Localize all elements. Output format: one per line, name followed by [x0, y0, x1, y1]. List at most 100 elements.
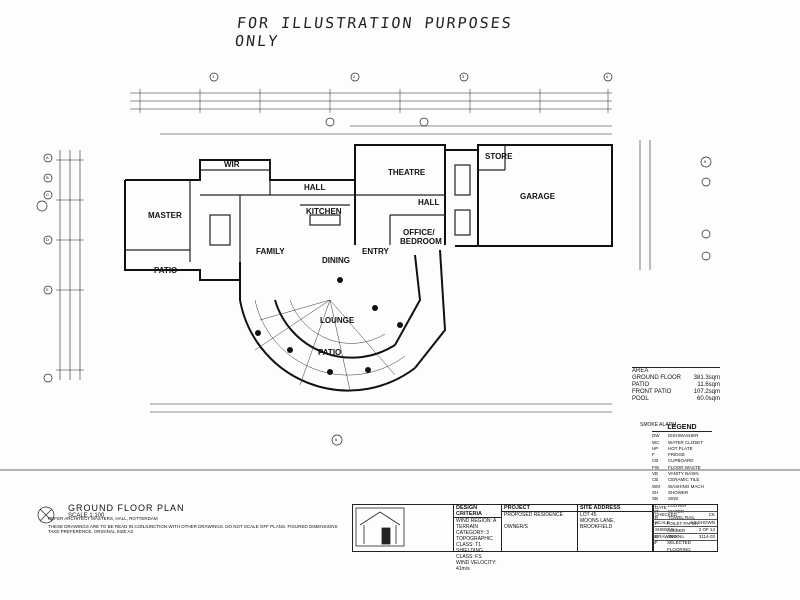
legend-text: CERAMIC TILE [668, 477, 700, 483]
room-label-master: MASTER [148, 211, 182, 220]
room-label-family: FAMILY [256, 247, 285, 256]
legend-code: VB [652, 471, 659, 477]
legend-text: FLOOR WASTE [668, 464, 701, 470]
drawing-title-text: GROUND FLOOR PLAN [68, 503, 185, 513]
room-label-dining: DINING [322, 256, 350, 265]
legend-item: CB CUPBOARD [652, 458, 712, 464]
sheet-row: DATE [653, 505, 717, 513]
legend-text: LOUVER [668, 502, 687, 508]
legend-code: CB [652, 458, 659, 464]
grid-marker: 3 [462, 74, 465, 79]
legend-text: SINK [668, 534, 679, 540]
legend-code: SK [652, 534, 659, 540]
legend-code: FW [652, 464, 659, 470]
room-label-hall: HALL [304, 183, 326, 192]
legend-text: TOILET PAPER HOLDER [666, 521, 699, 533]
legend-text: SINK [668, 496, 679, 502]
legend-code: TR [652, 515, 658, 521]
room-label-store: STORE [485, 152, 513, 161]
legend-code: WC [652, 439, 660, 445]
legend-item: WM WASHING MACH [652, 484, 712, 490]
legend-text: VANITY BASIN [668, 471, 699, 477]
grid-marker: D [46, 237, 49, 242]
sheet-row: SHEET No.2 OF 14 [653, 527, 717, 535]
legend-text: FRIDGE [668, 452, 686, 458]
grid-marker: C [46, 192, 49, 197]
criteria-line: TOPOGRAPHIC CLASS: T1 [456, 536, 493, 548]
legend-item: FW FLOOR WASTE [652, 465, 712, 471]
legend-code: TP [652, 521, 658, 527]
legend-item: TR TOWEL RAIL [652, 515, 712, 521]
grid-marker: 5 [704, 159, 707, 164]
room-label-patio: PATIO [154, 266, 178, 275]
legend-text: SHOWER [668, 489, 689, 495]
owner-label: OWNER/S [504, 524, 528, 530]
room-label-bedroom: BEDROOM [400, 237, 442, 246]
legend-text: CUPBOARD [668, 458, 694, 464]
drawing-scale: SCALE 1:100 [68, 513, 105, 519]
project-head: PROJECT [502, 505, 578, 512]
room-label-wir: WIR [224, 160, 240, 169]
legend-text: WASHING MACH [668, 483, 704, 489]
room-label-theatre: THEATRE [388, 168, 426, 177]
design-criteria: DESIGN CRITERIA WIND REGION: A TERRAIN C… [453, 505, 502, 572]
legend-item: VB VANITY BASIN [652, 471, 712, 477]
legend-item: DW DISHWASHER [652, 433, 712, 439]
legend-item: SK SINK [652, 534, 712, 540]
legend-code: LT [652, 502, 657, 508]
legend-item: F FRIDGE [652, 452, 712, 458]
legend-item: TP TOILET PAPER HOLDER [652, 521, 712, 534]
site-line: MOONS LANE, [580, 518, 615, 524]
legend-text: WATER CLOSET [668, 439, 704, 445]
grid-marker: E [46, 287, 49, 292]
grid-marker: A [46, 155, 49, 160]
area-title: AREA [632, 368, 649, 374]
criteria-line: WIND VELOCITY: 41m/s [456, 560, 497, 572]
design-criteria-head: DESIGN CRITERIA [454, 505, 502, 518]
sheet-row: DRAWING No.3114-03 [653, 534, 717, 542]
legend-item: CB CERAMIC TILE [652, 477, 712, 483]
legend-text: SELECTED FLOORING [667, 540, 691, 552]
legend-text: HOT PLATE [668, 445, 693, 451]
room-label-patio-front: PATIO [318, 348, 342, 357]
criteria-line: WIND REGION: A [456, 518, 497, 524]
grid-marker: 1 [212, 74, 215, 79]
drawing-title: GROUND FLOOR PLAN SCALE 1:100 [68, 503, 185, 519]
drawing-note: THESE DRAWINGS ARE TO BE READ IN CONJUNC… [48, 524, 338, 534]
site-line: LOT 45 [580, 512, 597, 518]
criteria-line: TERRAIN CATEGORY: 3 [456, 524, 489, 536]
room-label-entry: ENTRY [362, 247, 389, 256]
legend-title: LEGEND [652, 424, 712, 433]
room-label-lounge: LOUNGE [320, 316, 355, 325]
north-note: REFER ARCHITECT MASTERS, HALL, ROTTERDAM [48, 516, 158, 521]
criteria-line: SHIELDING CLASS: FS [456, 548, 483, 560]
legend-code: F [652, 452, 655, 458]
legend-item: SF SELECTED FLOORING [652, 540, 712, 553]
legend-text: TOWEL RAIL [668, 515, 696, 521]
grid-marker: 6 [335, 437, 338, 442]
title-block: DESIGN CRITERIA WIND REGION: A TERRAIN C… [352, 504, 654, 572]
room-label-hall-2: HALL [418, 198, 440, 207]
legend-code: WM [652, 483, 660, 489]
legend-item: WC WATER CLOSET [652, 440, 712, 446]
legend-code: CB [652, 477, 659, 483]
legend-code: DW [652, 433, 660, 439]
grid-marker: B [46, 175, 49, 180]
legend-text: DISHWASHER [668, 433, 699, 439]
project-block: PROJECT PROPOSED RESIDENCE OWNER/S [501, 505, 578, 551]
legend-code: SF [652, 540, 658, 546]
site-block: SITE ADDRESS LOT 45 MOONS LANE, BROOKFIE… [577, 505, 654, 551]
smoke-alarm-label: SMOKE ALARM [640, 422, 677, 428]
